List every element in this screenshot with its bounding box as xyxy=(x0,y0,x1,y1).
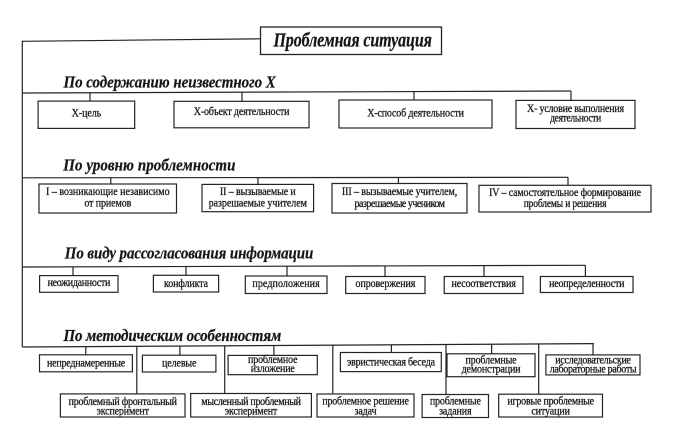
svg-text:IV – самостоятельное формирова: IV – самостоятельное формирование xyxy=(489,186,641,199)
svg-text:непреднамеренные: непреднамеренные xyxy=(47,357,125,370)
svg-text:деятельности: деятельности xyxy=(550,113,601,125)
svg-text:эксперимент: эксперимент xyxy=(225,405,278,418)
svg-text:опровержения: опровержения xyxy=(356,277,416,290)
svg-text:разрешаемые учителем: разрешаемые учителем xyxy=(209,197,307,210)
svg-text:предположения: предположения xyxy=(252,277,319,290)
svg-text:проблемный фронтальный: проблемный фронтальный xyxy=(69,395,177,408)
svg-text:неопределенности: неопределенности xyxy=(549,277,625,290)
svg-text:задания: задания xyxy=(439,405,472,418)
svg-text:Х- условие выполнения: Х- условие выполнения xyxy=(527,102,624,115)
svg-text:проблемные: проблемные xyxy=(466,354,517,367)
svg-text:проблемы и решения: проблемы и решения xyxy=(524,198,607,210)
svg-text:задач: задач xyxy=(354,405,377,418)
svg-text:несоответствия: несоответствия xyxy=(451,277,515,290)
svg-text:исследовательские: исследовательские xyxy=(555,354,631,367)
svg-text:проблемное решение: проблемное решение xyxy=(322,395,409,408)
svg-text:мысленный проблемный: мысленный проблемный xyxy=(201,395,301,408)
svg-text:По уровню проблемности: По уровню проблемности xyxy=(62,157,235,175)
svg-text:демонстрации: демонстрации xyxy=(462,363,521,376)
svg-text:неожиданности: неожиданности xyxy=(48,276,111,289)
svg-text:I – возникающие независимо: I – возникающие независимо xyxy=(46,185,170,198)
svg-text:эвристическая беседа: эвристическая беседа xyxy=(347,356,435,369)
svg-text:II – вызываемые и: II – вызываемые и xyxy=(220,185,296,198)
svg-text:ситуации: ситуации xyxy=(531,405,570,418)
svg-text:лабораторные работы: лабораторные работы xyxy=(550,363,638,376)
svg-text:разрешаемые учеником: разрешаемые учеником xyxy=(355,197,445,210)
svg-text:проблемное: проблемное xyxy=(248,353,298,366)
svg-text:По методическим особенностям: По методическим особенностям xyxy=(63,328,282,346)
svg-text:Проблемная ситуация: Проблемная ситуация xyxy=(273,29,432,51)
svg-text:конфликта: конфликта xyxy=(164,277,208,290)
svg-text:целевые: целевые xyxy=(162,357,197,370)
svg-text:эксперимент: эксперимент xyxy=(97,405,150,418)
svg-text:игровые проблемные: игровые проблемные xyxy=(507,395,594,408)
svg-text:Х-цель: Х-цель xyxy=(72,107,102,120)
svg-text:Х-объект деятельности: Х-объект деятельности xyxy=(194,105,290,118)
svg-text:проблемные: проблемные xyxy=(430,395,481,408)
svg-text:изложение: изложение xyxy=(251,362,295,375)
svg-text:от приемов: от приемов xyxy=(84,197,131,210)
svg-text:По виду рассогласования информ: По виду рассогласования информации xyxy=(64,245,314,263)
svg-text:Х-способ деятельности: Х-способ деятельности xyxy=(367,107,464,120)
svg-text:III – вызываемые учителем,: III – вызываемые учителем, xyxy=(342,185,458,198)
svg-text:По содержанию неизвестного X: По содержанию неизвестного X xyxy=(63,74,277,92)
